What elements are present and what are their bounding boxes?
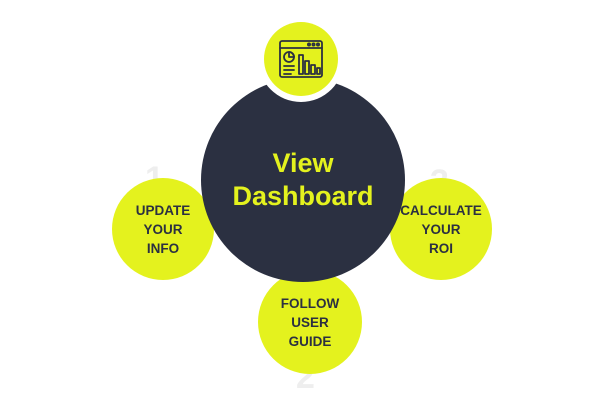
step-follow-user-guide: FOLLOW USER GUIDE (258, 270, 362, 374)
icon-badge (258, 16, 344, 102)
center-title-line: View (272, 148, 334, 178)
step-calculate-roi: CALCULATE YOUR ROI (390, 178, 492, 280)
step-label-line: YOUR (143, 221, 183, 237)
step-label-line: GUIDE (288, 333, 332, 349)
icon-badge-inner (264, 22, 338, 96)
step-update-info: UPDATE YOUR INFO (112, 178, 214, 280)
step-label-line: ROI (428, 240, 453, 256)
step-label-line: UPDATE (135, 202, 191, 218)
center-title-line: Dashboard (232, 181, 374, 211)
dashboard-icon (279, 40, 323, 78)
step-label-line: INFO (146, 240, 180, 256)
step-label-line: USER (291, 314, 329, 330)
step-label-line: FOLLOW (280, 295, 340, 311)
step-label-line: YOUR (421, 221, 461, 237)
step-label-line: CALCULATE (400, 202, 482, 218)
center-view-dashboard: View Dashboard (201, 78, 405, 282)
